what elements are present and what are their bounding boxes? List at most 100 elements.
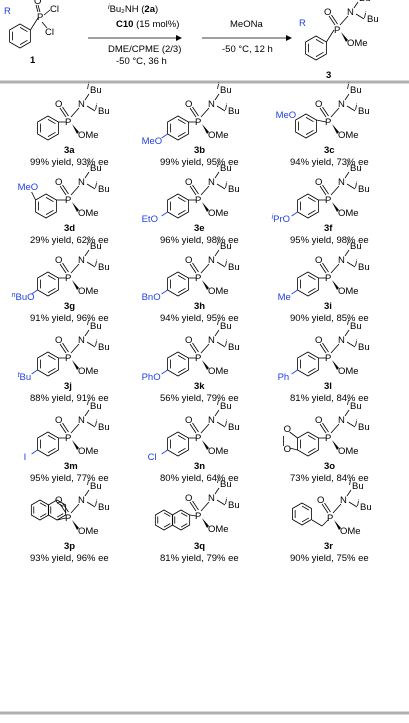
bond [161,211,168,217]
bond [84,93,90,101]
naphthalene-ring-a [154,509,174,531]
bond [192,422,199,433]
oxygen-atom: O [317,495,324,506]
bond [316,119,327,123]
nitrogen-atom: N [338,415,345,426]
bond [31,289,38,295]
bond [59,423,67,434]
bond [344,409,350,417]
bond [346,105,356,112]
bond [330,343,340,354]
bond [47,119,56,125]
phosphorus-atom: P [325,195,331,206]
nitrogen-atom: N [208,99,215,110]
phosphorus-atom: P [65,195,71,206]
bond [177,367,186,373]
bond [45,197,54,203]
bond [344,171,350,179]
isobutyl-prefix: i [95,418,98,428]
bond [62,262,69,273]
bond [59,503,67,514]
bond [307,447,316,453]
bond [322,342,329,353]
bond [311,519,323,527]
bond [177,435,186,441]
isobutyl-prefix: i [87,397,90,407]
substituent-3l: Ph [278,372,290,383]
phosphorus-atom: P [334,25,340,36]
bond [307,367,316,373]
bond [315,51,324,57]
oxygen-atom: O [324,7,331,18]
isobutyl-prefix: i [217,317,220,327]
bond [39,513,47,518]
bond [161,449,168,455]
nitrogen-atom: N [347,7,354,18]
bond [353,1,359,9]
bond [307,435,316,441]
bond [315,39,324,45]
isobutyl-prefix: i [347,237,350,247]
phosphorus-atom: P [195,195,201,206]
naphthalene-ring-b [171,509,191,531]
bond [344,329,350,337]
compound-number-3b: 3b [194,145,205,156]
isobutyl-prefix: i [355,338,358,348]
phosphorus-atom: P [195,433,201,444]
bond [291,289,298,295]
aryl-ring [37,431,59,457]
substituent-3i: Me [278,292,291,303]
bond [70,503,80,514]
bond [84,409,90,417]
bond [84,329,90,337]
isobutyl-prefix: i [225,496,228,506]
isobutyl-prefix: i [225,180,228,190]
compound-number-3k: 3k [194,381,205,392]
nitrogen-atom: N [338,335,345,346]
phosphorus-atom: P [65,353,71,364]
aryl-ring [297,193,319,219]
bond [62,422,69,433]
methoxy-group: OMe [78,130,99,141]
bond [47,355,56,361]
isobutyl-label: Bu [358,262,370,273]
bond [200,107,210,118]
bond [70,263,80,274]
oxygen-atom: O [55,495,62,506]
oxygen-atom: O [315,177,322,188]
bond [214,249,220,257]
yield-ee-3d: 29% yield, 62% ee [30,235,109,246]
methoxy-group: OMe [338,286,359,297]
bond [319,263,327,274]
methoxy-group: OMe [208,130,229,141]
isobutyl-prefix: i [225,258,228,268]
bond [289,447,298,451]
arrow-head-1 [176,35,182,41]
oxygen-atom: O [55,335,62,346]
isobutyl-label: Bu [360,502,372,513]
isobutyl-label: Bu [358,184,370,195]
oxygen-atom: O [55,255,62,266]
yield-ee-3a: 99% yield, 93% ee [30,157,109,168]
bond [35,4,39,13]
oxygen-atom: O [185,177,192,188]
isobutyl-label: Bu [350,163,362,174]
bond [307,355,316,361]
bond [301,517,310,523]
bond [47,435,56,441]
compound-number-3h: 3h [194,301,205,312]
isobutyl-label: Bu [359,0,371,4]
substituent-3f: iPrO [272,214,290,225]
phosphorus-atom: P [195,117,201,128]
methoxy-group: OMe [208,286,229,297]
yield-ee-3e: 96% yield, 98% ee [160,235,239,246]
bond [289,431,298,439]
isobutyl-prefix: i [87,477,90,487]
